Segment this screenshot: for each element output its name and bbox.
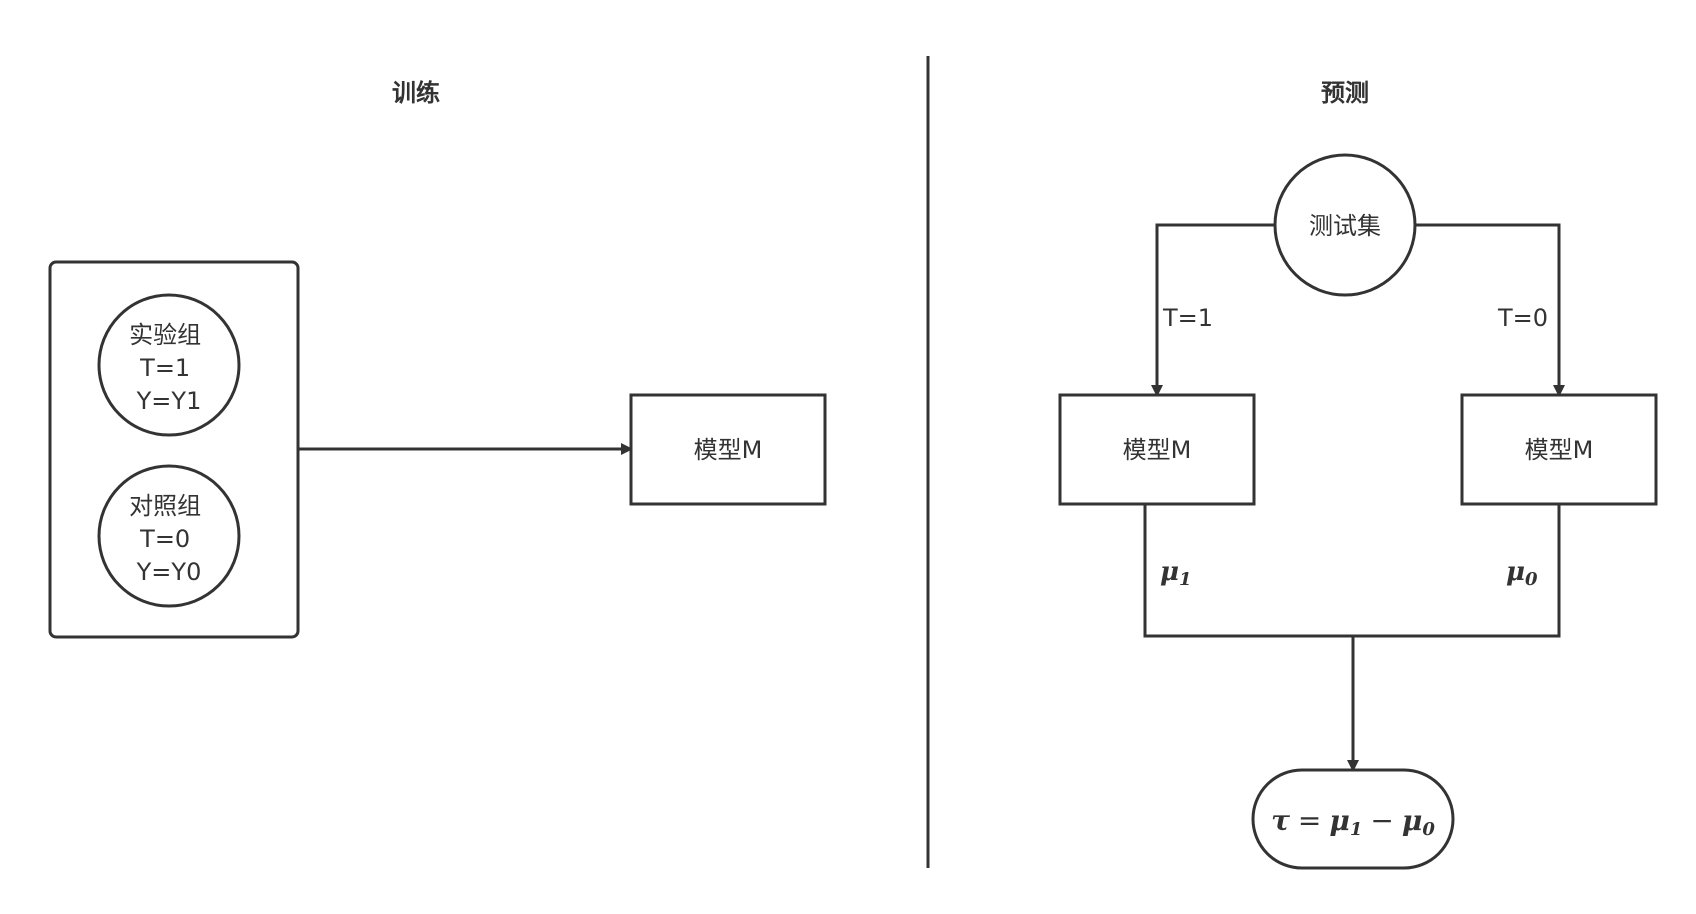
edge-right-label: T=0 bbox=[1497, 304, 1548, 332]
treatment-group-label: 实验组 bbox=[129, 321, 201, 349]
training-model-label: 模型M bbox=[694, 436, 763, 464]
edge-test-to-model-right bbox=[1415, 223, 1565, 397]
prediction-model-right-node[interactable]: 模型M bbox=[1460, 393, 1658, 506]
prediction-model-left-label: 模型M bbox=[1123, 436, 1192, 464]
training-title: 训练 bbox=[392, 79, 440, 107]
edge-merge bbox=[1143, 504, 1561, 638]
treatment-group-t: T=1 bbox=[139, 354, 190, 382]
prediction-title: 预测 bbox=[1321, 79, 1369, 107]
svg-text:对照组 T=0 Y=Y0: 对照组 T=0 Y=Y0 bbox=[129, 492, 209, 586]
treatment-group-y: Y=Y1 bbox=[136, 387, 202, 415]
svg-text:实验组 T=1 Y=Y1: 实验组 T=1 Y=Y1 bbox=[129, 321, 209, 415]
test-set-node[interactable]: 测试集 bbox=[1273, 153, 1417, 297]
prediction-model-right-label: 模型M bbox=[1525, 436, 1594, 464]
result-formula: τ=μ1−μ0 bbox=[1271, 804, 1435, 840]
test-set-label: 测试集 bbox=[1309, 212, 1381, 240]
control-group-t: T=0 bbox=[139, 525, 190, 553]
control-group-label: 对照组 bbox=[129, 492, 201, 520]
edge-left-label: T=1 bbox=[1162, 304, 1213, 332]
training-model-node[interactable]: 模型M bbox=[629, 393, 827, 506]
prediction-model-left-node[interactable]: 模型M bbox=[1058, 393, 1256, 506]
mu0-label: μ0 bbox=[1506, 557, 1538, 590]
control-group-node[interactable]: 对照组 T=0 Y=Y0 bbox=[97, 464, 241, 608]
treatment-group-node[interactable]: 实验组 T=1 Y=Y1 bbox=[97, 293, 241, 437]
control-group-y: Y=Y0 bbox=[136, 558, 202, 586]
result-node[interactable]: τ=μ1−μ0 bbox=[1251, 768, 1455, 870]
mu1-label: μ1 bbox=[1160, 557, 1192, 590]
edge-test-to-model-left bbox=[1151, 223, 1275, 397]
